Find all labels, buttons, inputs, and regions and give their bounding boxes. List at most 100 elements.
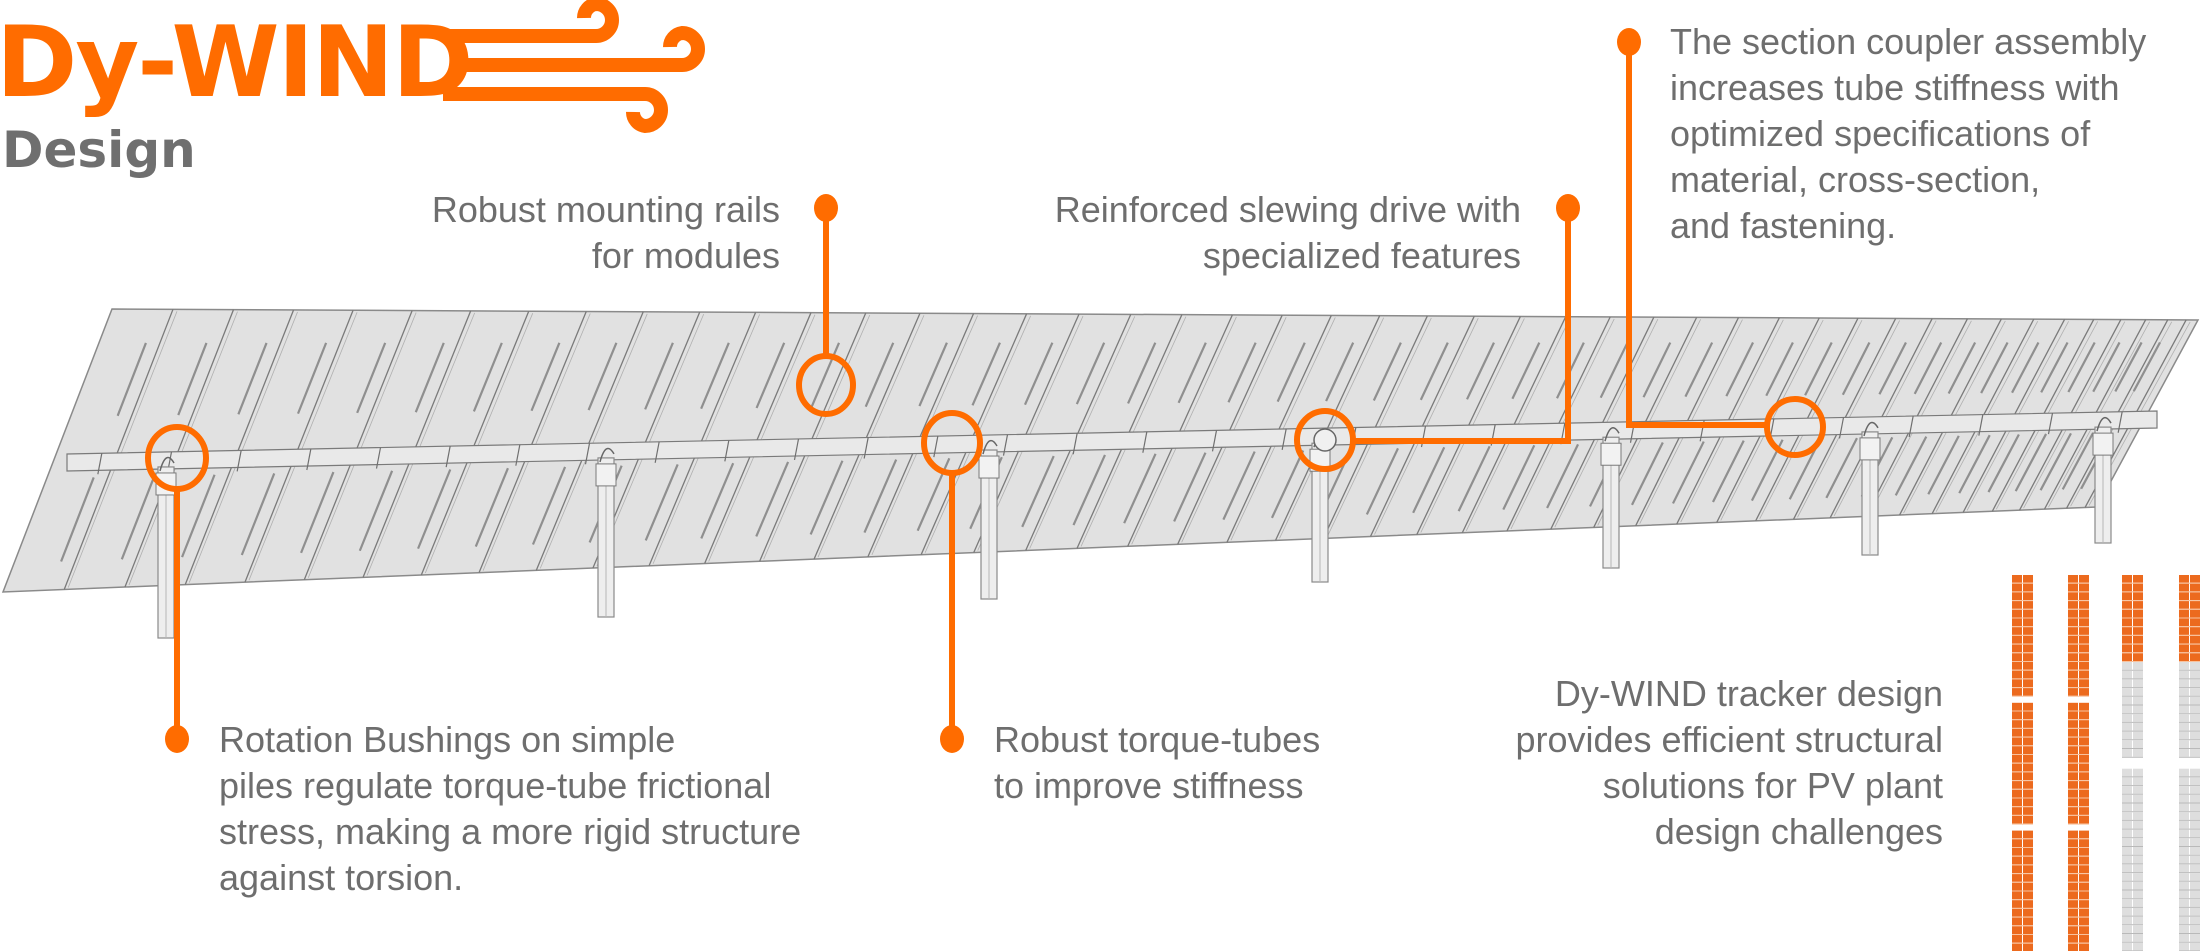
mounting-rail xyxy=(181,474,216,558)
grid-cell xyxy=(2068,737,2078,746)
grid-cell xyxy=(2133,627,2143,635)
grid-cell xyxy=(2122,829,2132,838)
grid-cell xyxy=(2068,627,2078,635)
mounting-rail xyxy=(1365,447,1399,515)
grid-cell xyxy=(2079,781,2089,789)
leader-line xyxy=(1354,208,1571,444)
grid-cell xyxy=(2012,856,2022,865)
grid-cell xyxy=(2122,942,2132,951)
grid-cell xyxy=(2012,618,2022,627)
grid-cell xyxy=(2190,592,2200,601)
grid-cell xyxy=(2023,815,2033,824)
grid-cell xyxy=(2179,803,2189,812)
module-edge-shade xyxy=(708,314,816,562)
grid-cell xyxy=(2190,601,2200,609)
module-edge-shade xyxy=(128,311,238,586)
summary-line: design challenges xyxy=(1654,811,1943,852)
grid-cell xyxy=(2122,679,2132,688)
grid-cell xyxy=(2179,618,2189,627)
module-edge-shade xyxy=(652,314,760,564)
grid-cell xyxy=(2012,635,2022,644)
grid-cell xyxy=(2179,592,2189,601)
grid-cell xyxy=(2079,609,2089,618)
mounting-rail xyxy=(240,473,276,556)
mounting-rail xyxy=(1712,440,1745,503)
grid-cell xyxy=(2179,575,2189,583)
module-edge-shade xyxy=(307,312,417,578)
mounting-rail xyxy=(755,342,786,409)
grid-cell xyxy=(2079,728,2089,737)
wind-swirl-icon xyxy=(443,0,705,134)
grid-cell xyxy=(2179,670,2189,679)
grid-cell xyxy=(2012,807,2022,815)
tube-clamp xyxy=(1978,414,1984,436)
module-edge xyxy=(759,312,867,562)
mounting-rail xyxy=(1123,453,1157,524)
grid-cell xyxy=(2179,601,2189,609)
mounting-rail xyxy=(1276,342,1306,403)
grid-cell xyxy=(2179,890,2189,899)
grid-cell xyxy=(2122,847,2132,855)
grid-cell xyxy=(2079,644,2089,653)
grid-cell xyxy=(2012,830,2022,839)
grid-cell xyxy=(2179,942,2189,951)
grid-cell xyxy=(2023,670,2033,679)
grid-cell xyxy=(2023,917,2033,926)
grid-cell xyxy=(2133,714,2143,722)
grid-cell xyxy=(2068,807,2078,815)
grid-cell xyxy=(2023,856,2033,865)
grid-cell xyxy=(2079,688,2089,696)
grid-cell xyxy=(2023,926,2033,934)
grid-cell xyxy=(2122,609,2132,618)
grid-cell xyxy=(2179,864,2189,873)
mounting-rail xyxy=(356,342,387,414)
grid-cell xyxy=(2122,592,2132,601)
plant-layout-grid xyxy=(2012,575,2200,951)
grid-cell xyxy=(2012,908,2022,917)
grid-cell xyxy=(2068,592,2078,601)
module-edge-shade xyxy=(424,313,534,574)
grid-cell xyxy=(2079,635,2089,644)
module-edge xyxy=(1076,314,1183,549)
grid-cell xyxy=(2068,763,2078,772)
grid-cell xyxy=(2012,644,2022,653)
mounting-rail xyxy=(755,461,790,537)
grid-cell xyxy=(2068,900,2078,908)
grid-cell xyxy=(2079,583,2089,592)
grid-cell xyxy=(2133,820,2143,829)
grid-cell xyxy=(2023,746,2033,754)
grid-cell xyxy=(2133,679,2143,688)
mounting-rail xyxy=(864,342,895,408)
grid-cell xyxy=(2012,865,2022,874)
grid-cell xyxy=(2179,705,2189,714)
grid-cell xyxy=(2023,601,2033,609)
tube-clamp xyxy=(584,443,591,465)
grid-cell xyxy=(2133,592,2143,601)
grid-cell xyxy=(2012,583,2022,592)
grid-cell xyxy=(2190,768,2200,777)
grid-cell xyxy=(2190,829,2200,838)
grid-cell xyxy=(2012,720,2022,728)
grid-cell xyxy=(2068,935,2078,943)
grid-cell xyxy=(2079,575,2089,583)
mounting-rail xyxy=(1227,342,1257,403)
bearing-housing xyxy=(2092,432,2114,456)
grid-cell xyxy=(2068,601,2078,609)
bushing xyxy=(982,439,998,455)
mounting-rail xyxy=(1642,342,1672,398)
bearing-housing xyxy=(595,463,617,487)
callout-rotation-bushings: Rotation Bushings on simple piles regula… xyxy=(219,717,801,901)
grid-cell xyxy=(2012,926,2022,934)
callout-line: for modules xyxy=(591,235,780,276)
grid-cell xyxy=(2122,627,2132,635)
grid-cell xyxy=(2023,711,2033,720)
grid-cell xyxy=(2179,934,2189,942)
grid-cell xyxy=(2133,696,2143,705)
mounting-rail xyxy=(1958,434,1991,494)
tube-clamp xyxy=(1908,415,1914,438)
grid-cell xyxy=(2179,777,2189,786)
grid-cell xyxy=(2023,830,2033,839)
grid-cell xyxy=(2012,781,2022,789)
grid-cell xyxy=(2190,740,2200,748)
grid-cell xyxy=(2190,786,2200,794)
